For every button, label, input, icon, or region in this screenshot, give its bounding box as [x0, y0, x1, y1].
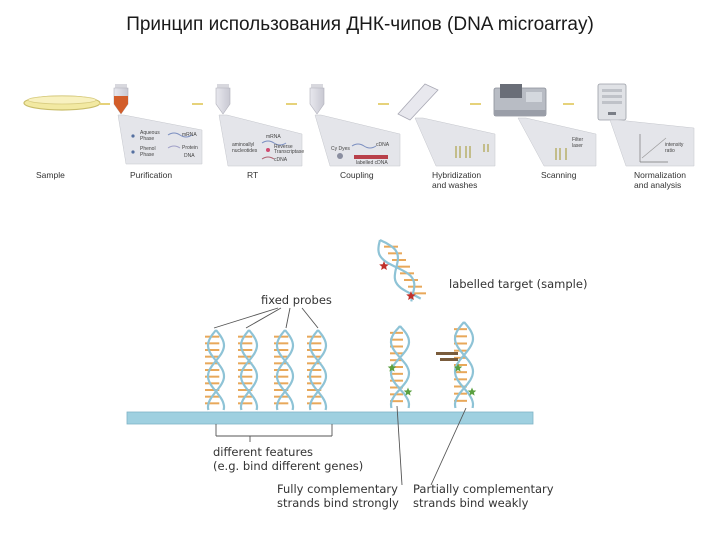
- different-features-label: different features: [213, 445, 313, 459]
- svg-text:Protein: Protein: [182, 145, 198, 151]
- workflow-step-labels: Sample Purification RT Coupling Hybridiz…: [36, 170, 686, 190]
- fully-complementary-sub: strands bind strongly: [277, 496, 399, 510]
- tube-purification-icon: [113, 84, 129, 115]
- labelled-target-label: labelled target (sample): [449, 277, 587, 291]
- green-star-marker: [453, 363, 463, 372]
- mismatch-segment: [440, 358, 458, 361]
- analysis-detail: intensity ratio: [639, 134, 684, 163]
- svg-text:nucleotides: nucleotides: [232, 148, 258, 154]
- glass-slide-icon: [397, 83, 439, 121]
- labelled-target-strand: [377, 239, 416, 302]
- svg-text:mRNA: mRNA: [182, 132, 197, 138]
- fixed-probes-pointers: [213, 307, 319, 329]
- fixed-probe-1-strand: [206, 329, 226, 411]
- tube-coupling-icon: [309, 84, 325, 115]
- scanning-detail: Filter laser: [555, 137, 583, 160]
- detail-panels: [117, 114, 695, 167]
- mismatch-segment: [436, 352, 458, 355]
- svg-text:labelled cDNA: labelled cDNA: [356, 160, 388, 166]
- fixed-probe-2-strand: [239, 329, 259, 411]
- green-star-marker: [467, 387, 477, 396]
- dna-helices: [205, 239, 477, 411]
- svg-text:cDNA: cDNA: [376, 142, 390, 148]
- fixed-probe-3-strand: [275, 329, 295, 411]
- svg-text:Phase: Phase: [140, 152, 154, 158]
- step-normalization: Normalization: [634, 170, 686, 180]
- step-sample: Sample: [36, 170, 65, 180]
- step-rt: RT: [247, 170, 258, 180]
- partially-complementary-sub: strands bind weakly: [413, 496, 529, 510]
- step-hybridization: Hybridization: [432, 170, 481, 180]
- tube-rt-icon: [215, 84, 231, 115]
- fixed-probe-2-strand: [239, 329, 259, 411]
- fixed-probes-label: fixed probes: [261, 293, 332, 307]
- svg-text:DNA: DNA: [184, 153, 195, 159]
- coupling-detail: Cy Dyes cDNA labelled cDNA: [331, 142, 390, 166]
- fully-bound-target-strand: [389, 325, 411, 409]
- fixed-probe-1-strand: [206, 329, 226, 411]
- scanner-icon: [493, 84, 547, 117]
- svg-text:aminoallyl: aminoallyl: [232, 142, 254, 148]
- step-purification: Purification: [130, 170, 172, 180]
- svg-text:Aqueous: Aqueous: [140, 130, 160, 136]
- step-analysis: and analysis: [634, 180, 681, 190]
- features-pointers: [215, 405, 467, 486]
- fixed-probe-3-strand: [275, 329, 295, 411]
- red-star-marker: [379, 261, 389, 270]
- step-coupling: Coupling: [340, 170, 374, 180]
- svg-text:ratio: ratio: [665, 148, 675, 154]
- red-star-marker: [406, 291, 416, 300]
- petri-dish-icon: [23, 95, 101, 111]
- microarray-slide: [126, 411, 534, 425]
- fixed-probe-4-strand: [308, 329, 328, 411]
- svg-text:cDNA: cDNA: [274, 157, 288, 163]
- svg-text:Transcriptase: Transcriptase: [274, 149, 304, 155]
- fixed-probe-4-strand: [308, 329, 328, 411]
- green-star-marker: [403, 387, 413, 396]
- page-title: Принцип использования ДНК-чипов (DNA mic…: [126, 14, 594, 35]
- green-star-marker: [387, 363, 397, 372]
- svg-text:Phenol: Phenol: [140, 146, 156, 152]
- labelled-target-strand: [379, 239, 422, 300]
- different-features-sub: (e.g. bind different genes): [213, 459, 363, 473]
- hybridization-diagram: fixed probes labelled target (sample) di…: [126, 239, 587, 510]
- fully-complementary-label: Fully complementary: [277, 482, 398, 496]
- step-scanning: Scanning: [541, 170, 577, 180]
- svg-text:Reverse: Reverse: [274, 144, 293, 150]
- workflow-row: Aqueous Phase Phenol Phase mRNA Protein …: [23, 83, 695, 190]
- step-hybridization-2: and washes: [432, 180, 477, 190]
- partially-bound-target-strand: [453, 321, 475, 409]
- computer-icon: [597, 83, 627, 121]
- partially-bound-target-strand: [453, 321, 475, 409]
- partially-complementary-label: Partially complementary: [413, 482, 554, 496]
- rt-detail: aminoallyl nucleotides mRNA Reverse Tran…: [232, 134, 304, 163]
- svg-text:mRNA: mRNA: [266, 134, 281, 140]
- svg-text:intensity: intensity: [665, 142, 684, 148]
- svg-text:laser: laser: [572, 143, 583, 149]
- svg-text:Phase: Phase: [140, 136, 154, 142]
- purification-detail: Aqueous Phase Phenol Phase mRNA Protein …: [131, 130, 198, 159]
- hybridization-detail: [455, 144, 489, 158]
- svg-text:Cy Dyes: Cy Dyes: [331, 146, 350, 152]
- svg-text:Filter: Filter: [572, 137, 583, 143]
